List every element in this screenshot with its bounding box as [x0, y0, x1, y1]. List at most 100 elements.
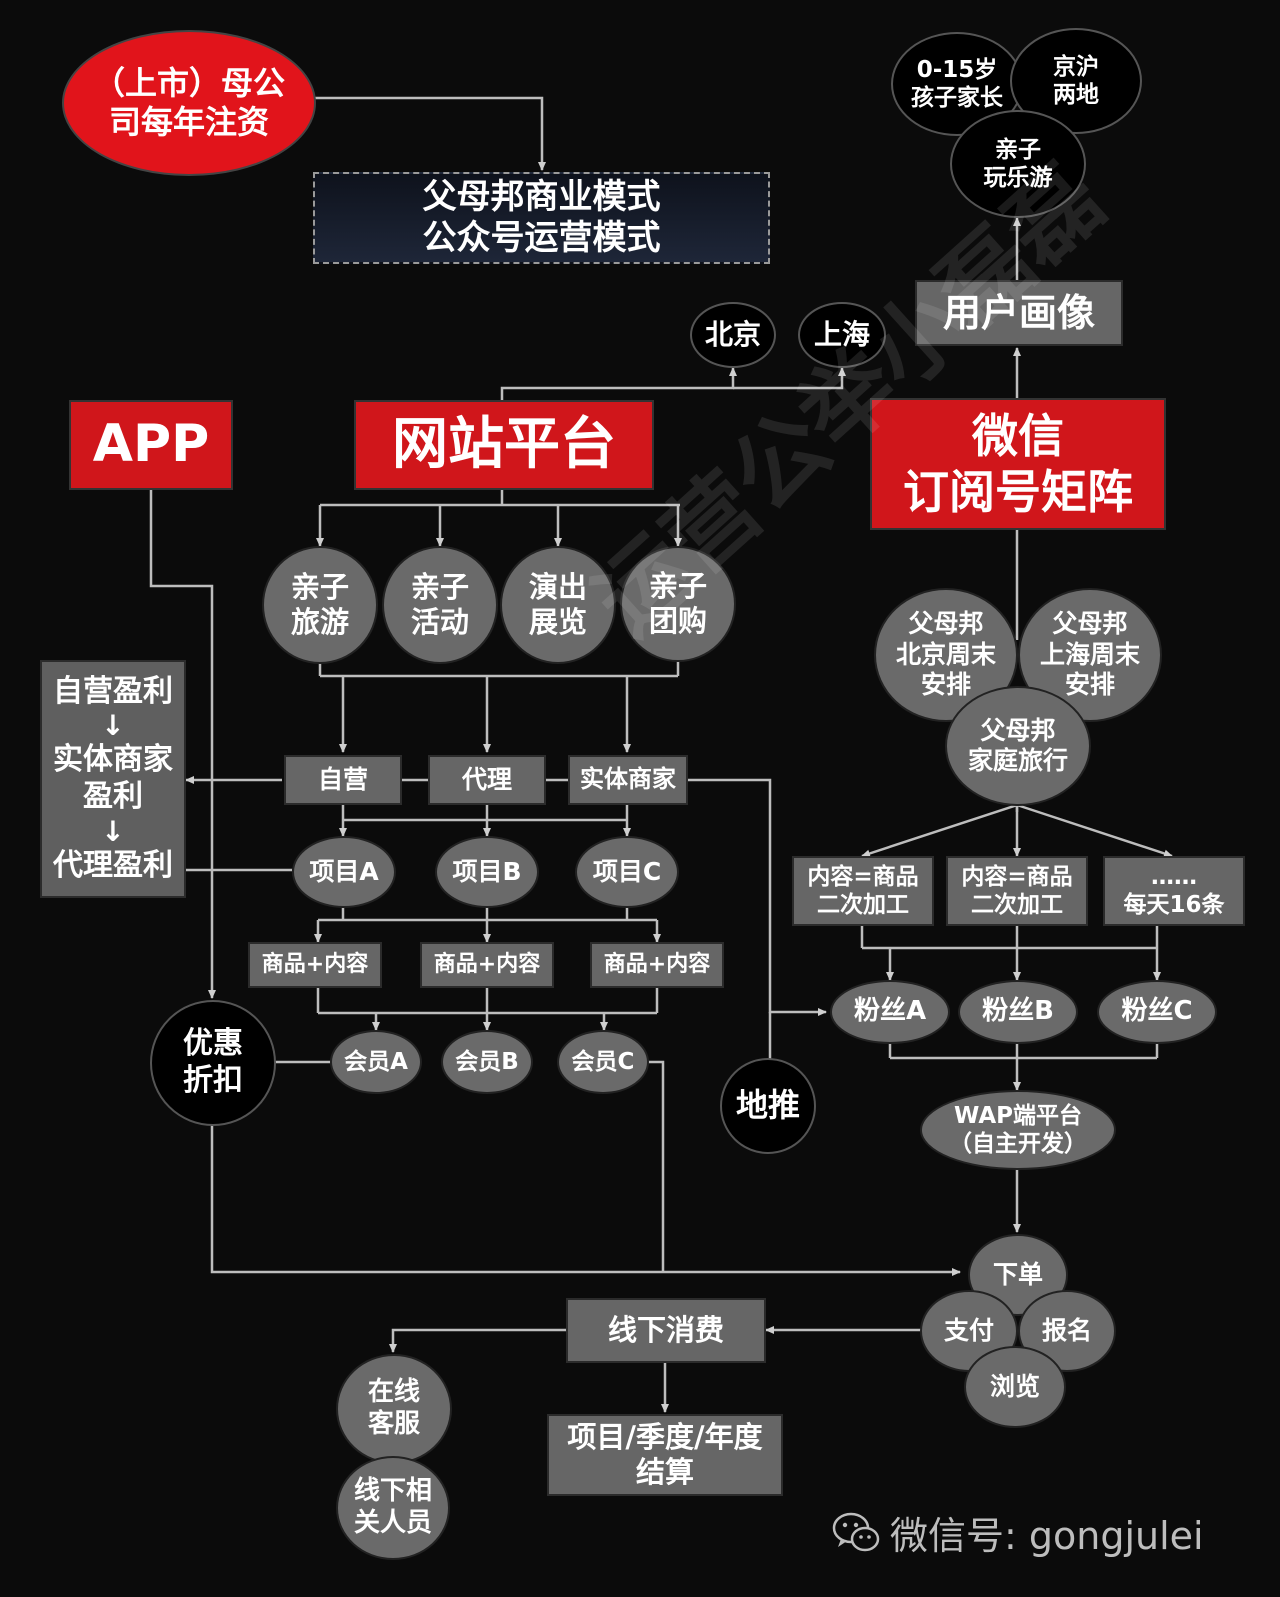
offline-consumption-box: 线下消费	[566, 1298, 766, 1363]
fan-label: 粉丝C	[1121, 996, 1193, 1027]
fan-circle: 粉丝B	[958, 980, 1078, 1044]
goods-content-label: 商品+内容	[433, 951, 541, 977]
wechat-account-line-2: 北京周末	[895, 639, 996, 669]
wechat-account-line-3: 安排	[920, 670, 971, 700]
category-circle: 亲子 活动	[382, 546, 498, 664]
category-line-1: 演出	[528, 569, 587, 604]
business-model-node: 父母邦商业模式 公众号运营模式	[313, 172, 770, 264]
category-line-2: 展览	[528, 605, 587, 639]
channel-box: 实体商家	[568, 755, 688, 805]
channel-label: 实体商家	[580, 765, 676, 794]
fan-label: 粉丝A	[853, 996, 927, 1027]
settlement-line-2: 结算	[635, 1455, 694, 1489]
category-circle: 亲子 旅游	[262, 546, 378, 664]
city-beijing-circle: 北京	[690, 302, 776, 368]
fan-circle: 粉丝C	[1097, 980, 1217, 1044]
city-shanghai-label: 上海	[813, 317, 870, 351]
wechat-matrix-line-1: 微信	[972, 408, 1064, 463]
channel-label: 自营	[317, 764, 368, 794]
profile-play-line-1: 亲子	[995, 136, 1041, 163]
settlement-line-1: 项目/季度/年度	[567, 1419, 763, 1454]
parent-company-line-2: 司每年注资	[108, 103, 269, 141]
profile-age-line-2: 孩子家长	[911, 85, 1003, 111]
profile-age-line-1: 0-15岁	[916, 56, 998, 83]
offline-staff-circle: 线下相 关人员	[336, 1456, 450, 1560]
wechat-account-line-2: 家庭旅行	[967, 746, 1068, 775]
wechat-account-line-3: 安排	[1064, 670, 1115, 700]
member-circle: 会员A	[330, 1030, 422, 1094]
wap-platform-line-2: （自主开发）	[949, 1131, 1087, 1157]
content-box: 内容=商品 二次加工	[946, 856, 1088, 926]
offline-staff-line-2: 关人员	[353, 1508, 432, 1538]
member-circle: 会员B	[441, 1030, 533, 1094]
profit-merchant-line-1: 实体商家	[53, 742, 173, 778]
browse-circle: 浏览	[964, 1346, 1066, 1428]
wap-platform-line-1: WAP端平台	[954, 1102, 1082, 1129]
ground-promotion-circle: 地推	[720, 1058, 816, 1154]
project-label: 项目B	[452, 856, 522, 886]
order-label: 下单	[992, 1259, 1043, 1289]
content-line-2: 二次加工	[817, 892, 909, 918]
website-platform-box: 网站平台	[354, 400, 654, 490]
profile-region-line-1: 京沪	[1053, 53, 1099, 80]
project-circle: 项目A	[292, 836, 396, 908]
category-circle: 演出 展览	[500, 546, 616, 664]
channel-box: 自营	[284, 755, 402, 805]
category-line-2: 活动	[410, 605, 469, 639]
discount-circle: 优惠 折扣	[150, 1000, 276, 1126]
content-box: …… 每天16条	[1103, 856, 1245, 926]
ground-promotion-label: 地推	[735, 1086, 800, 1125]
wechat-account-circle: 父母邦 家庭旅行	[945, 686, 1091, 806]
category-line-1: 亲子	[290, 569, 349, 604]
browse-label: 浏览	[989, 1371, 1040, 1401]
parent-company-line-1: （上市）母公	[92, 63, 285, 102]
category-line-1: 亲子	[410, 569, 469, 604]
offline-staff-line-1: 线下相	[353, 1476, 432, 1507]
signup-circle: 报名	[1018, 1290, 1116, 1372]
profit-agent-label: 代理盈利	[53, 847, 173, 883]
member-label: 会员C	[571, 1048, 635, 1075]
user-profile-label: 用户画像	[942, 290, 1095, 335]
wechat-account-line-1: 父母邦	[1052, 609, 1128, 639]
project-circle: 项目C	[575, 836, 679, 908]
goods-content-label: 商品+内容	[261, 951, 369, 977]
discount-line-2: 折扣	[183, 1063, 243, 1098]
wechat-icon	[832, 1511, 880, 1555]
goods-content-box: 商品+内容	[248, 942, 382, 988]
settlement-box: 项目/季度/年度 结算	[547, 1414, 783, 1496]
member-label: 会员B	[455, 1048, 519, 1075]
member-label: 会员A	[344, 1048, 408, 1075]
category-circle: 亲子 团购	[620, 546, 736, 662]
footer-account: 微信号: gongjulei	[832, 1505, 1204, 1560]
signup-label: 报名	[1041, 1315, 1092, 1345]
offline-consumption-label: 线下消费	[607, 1312, 724, 1347]
online-service-circle: 在线 客服	[336, 1354, 452, 1464]
profit-flow-box: 自营盈利 ↓ 实体商家 盈利 ↓ 代理盈利	[40, 660, 186, 898]
app-box: APP	[69, 400, 233, 490]
wechat-account-circle: 父母邦 北京周末 安排	[874, 588, 1018, 722]
profile-play-circle: 亲子 玩乐游	[950, 110, 1086, 218]
wechat-matrix-line-2: 订阅号矩阵	[903, 465, 1133, 519]
wechat-account-line-1: 父母邦	[908, 609, 984, 639]
category-line-2: 团购	[648, 604, 707, 638]
category-line-2: 旅游	[290, 605, 349, 639]
content-line-1: 内容=商品	[807, 863, 919, 890]
city-shanghai-circle: 上海	[798, 302, 886, 368]
content-line-2: 每天16条	[1123, 892, 1225, 918]
goods-content-box: 商品+内容	[420, 942, 554, 988]
goods-content-box: 商品+内容	[590, 942, 724, 988]
content-box: 内容=商品 二次加工	[792, 856, 934, 926]
wechat-account-line-1: 父母邦	[980, 715, 1056, 745]
business-model-line-2: 公众号运营模式	[422, 218, 661, 258]
content-line-1: ……	[1151, 863, 1197, 890]
wechat-matrix-box: 微信 订阅号矩阵	[870, 398, 1166, 530]
business-model-line-1: 父母邦商业模式	[422, 176, 661, 217]
wap-platform-circle: WAP端平台 （自主开发）	[920, 1090, 1116, 1170]
goods-content-label: 商品+内容	[603, 951, 711, 977]
channel-label: 代理	[461, 764, 512, 794]
fan-label: 粉丝B	[982, 996, 1054, 1027]
pay-label: 支付	[943, 1315, 994, 1345]
content-line-1: 内容=商品	[961, 863, 1073, 890]
